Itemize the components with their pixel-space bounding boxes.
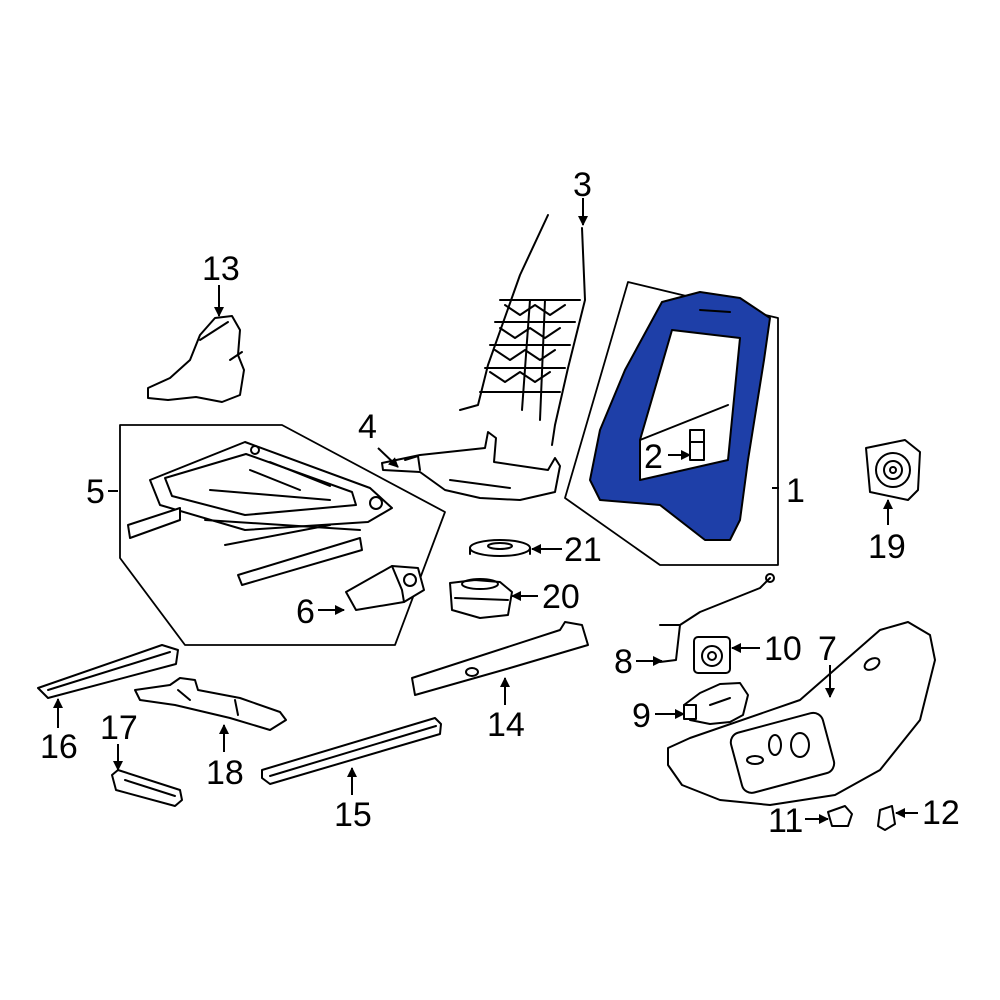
callout-21[interactable]: 21 xyxy=(564,531,602,569)
part-7-side-shield[interactable] xyxy=(667,621,936,806)
part-14-side-bracket[interactable] xyxy=(411,621,589,696)
part-3-spring-wire[interactable] xyxy=(459,214,586,446)
part-1-seat-back-frame[interactable] xyxy=(589,291,771,541)
callout-2[interactable]: 2 xyxy=(644,438,663,476)
part-13-trim-cover[interactable] xyxy=(147,315,245,403)
part-6-motor[interactable] xyxy=(345,565,425,611)
part-12-knob[interactable] xyxy=(877,805,896,831)
callout-14[interactable]: 14 xyxy=(487,706,525,744)
callout-18[interactable]: 18 xyxy=(206,754,244,792)
callout-13[interactable]: 13 xyxy=(202,250,240,288)
callout-5[interactable]: 5 xyxy=(86,473,105,511)
callout-17[interactable]: 17 xyxy=(100,709,138,747)
callout-7[interactable]: 7 xyxy=(818,630,837,668)
callout-6[interactable]: 6 xyxy=(296,593,315,631)
part-8-cable[interactable] xyxy=(659,573,775,663)
callout-16[interactable]: 16 xyxy=(40,728,78,766)
leader-lines xyxy=(53,198,918,824)
callout-12[interactable]: 12 xyxy=(922,794,960,832)
part-2-component[interactable] xyxy=(689,441,705,461)
part-21-washer[interactable] xyxy=(469,539,531,557)
part-16-rail[interactable] xyxy=(37,644,179,699)
callout-10[interactable]: 10 xyxy=(764,630,802,668)
callout-1[interactable]: 1 xyxy=(786,472,805,510)
callout-15[interactable]: 15 xyxy=(334,796,372,834)
part-20-mount[interactable] xyxy=(449,578,513,619)
part-17-trim-piece[interactable] xyxy=(111,769,183,807)
part-15-rail-cover[interactable] xyxy=(261,717,442,785)
part-5-seat-frame[interactable] xyxy=(127,441,393,586)
callout-19[interactable]: 19 xyxy=(868,528,906,566)
callout-11[interactable]: 11 xyxy=(768,802,804,840)
callout-20[interactable]: 20 xyxy=(542,578,580,616)
part-11-knob[interactable] xyxy=(827,805,853,827)
part-4-bracket-plate[interactable] xyxy=(381,431,561,501)
callout-3[interactable]: 3 xyxy=(573,166,592,204)
part-18-lower-bracket[interactable] xyxy=(134,677,287,731)
callout-4[interactable]: 4 xyxy=(358,408,377,446)
part-19-speaker[interactable] xyxy=(865,439,921,501)
callout-9[interactable]: 9 xyxy=(632,697,651,735)
part-10-switch[interactable] xyxy=(693,636,731,674)
part-5-group-outline xyxy=(119,424,446,646)
callout-8[interactable]: 8 xyxy=(614,643,633,681)
part-9-switch-assembly[interactable] xyxy=(683,682,749,725)
